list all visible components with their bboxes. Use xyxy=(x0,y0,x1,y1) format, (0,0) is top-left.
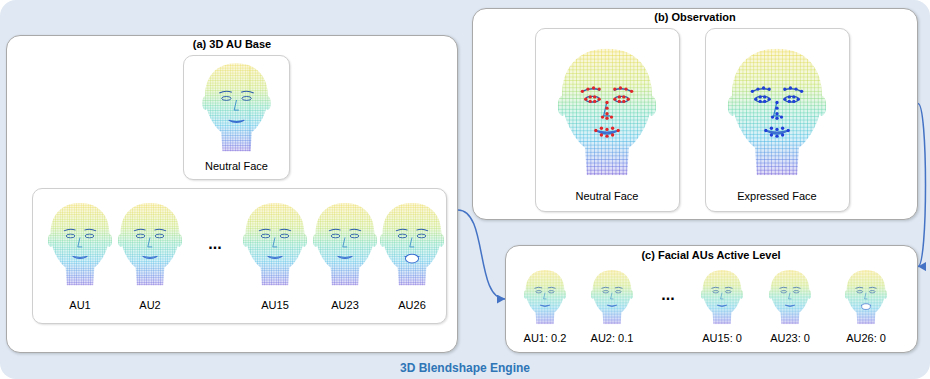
text-slot: AU23 xyxy=(331,299,359,312)
panel-box: (c) Facial AUs Active LevelAU1: 0.2 AU2: … xyxy=(505,245,918,353)
au-label: AU2 xyxy=(139,299,160,312)
observed-face-mesh xyxy=(721,44,833,178)
text-slot: AU2 xyxy=(139,299,160,312)
active-face-mesh xyxy=(698,268,746,326)
text-slot: 3D Blendshape Engine xyxy=(400,361,530,375)
au-label: AU1 xyxy=(69,299,90,312)
neutral-face-mesh xyxy=(198,60,276,154)
panel-title: (a) 3D AU Base xyxy=(193,38,271,51)
text-slot: AU2: 0.1 xyxy=(591,332,634,345)
active-face-mesh xyxy=(766,268,814,326)
text-slot: AU1 xyxy=(69,299,90,312)
text-slot: ... xyxy=(208,234,221,253)
face-box: Neutral Face xyxy=(183,55,290,180)
au-row-box: AU1 AU2... AU15 AU23 AU26 xyxy=(32,188,447,324)
au-level-label: AU26: 0 xyxy=(846,332,886,345)
text-slot: AU26 xyxy=(398,299,426,312)
panel-title: (c) Facial AUs Active Level xyxy=(641,249,780,262)
face-box: Neutral Face xyxy=(535,28,680,212)
ellipsis-mark: ... xyxy=(661,285,674,304)
au-face-mesh xyxy=(44,200,117,288)
au-face-mesh xyxy=(114,200,187,288)
au-level-label: AU15: 0 xyxy=(702,332,742,345)
text-slot: (b) Observation xyxy=(654,11,735,24)
panel-box: (b) ObservationNeutral Face Expressed Fac… xyxy=(472,8,918,220)
active-face-mesh xyxy=(521,268,569,326)
text-slot: (a) 3D AU Base xyxy=(193,38,271,51)
active-face-mesh xyxy=(588,268,636,326)
text-slot: AU23: 0 xyxy=(770,332,810,345)
observed-face-mesh xyxy=(551,44,663,178)
flow-arrow xyxy=(918,103,926,266)
text-slot: Expressed Face xyxy=(737,190,816,203)
flow-arrow xyxy=(458,210,505,299)
active-face-mesh xyxy=(842,268,890,326)
engine-title: 3D Blendshape Engine xyxy=(400,361,530,375)
au-label: AU23 xyxy=(331,299,359,312)
text-slot: AU26: 0 xyxy=(846,332,886,345)
text-slot: AU15: 0 xyxy=(702,332,742,345)
au-label: AU26 xyxy=(398,299,426,312)
au-face-mesh xyxy=(376,200,449,288)
au-level-label: AU23: 0 xyxy=(770,332,810,345)
face-label: Expressed Face xyxy=(737,190,816,203)
panel-title: (b) Observation xyxy=(654,11,735,24)
face-box: Expressed Face xyxy=(705,28,850,212)
text-slot: AU1: 0.2 xyxy=(524,332,567,345)
face-label: Neutral Face xyxy=(205,160,268,173)
face-label: Neutral Face xyxy=(576,190,639,203)
au-label: AU15 xyxy=(261,299,289,312)
text-slot: AU15 xyxy=(261,299,289,312)
panel-box: (a) 3D AU BaseNeutral FaceAU1AU2...AU15A… xyxy=(6,35,458,353)
text-slot: Neutral Face xyxy=(576,190,639,203)
au-level-label: AU2: 0.1 xyxy=(591,332,634,345)
au-face-mesh xyxy=(309,200,382,288)
au-face-mesh xyxy=(239,200,312,288)
text-slot: ... xyxy=(661,285,674,304)
au-level-label: AU1: 0.2 xyxy=(524,332,567,345)
text-slot: (c) Facial AUs Active Level xyxy=(641,249,780,262)
ellipsis-mark: ... xyxy=(208,234,221,253)
text-slot: Neutral Face xyxy=(205,160,268,173)
